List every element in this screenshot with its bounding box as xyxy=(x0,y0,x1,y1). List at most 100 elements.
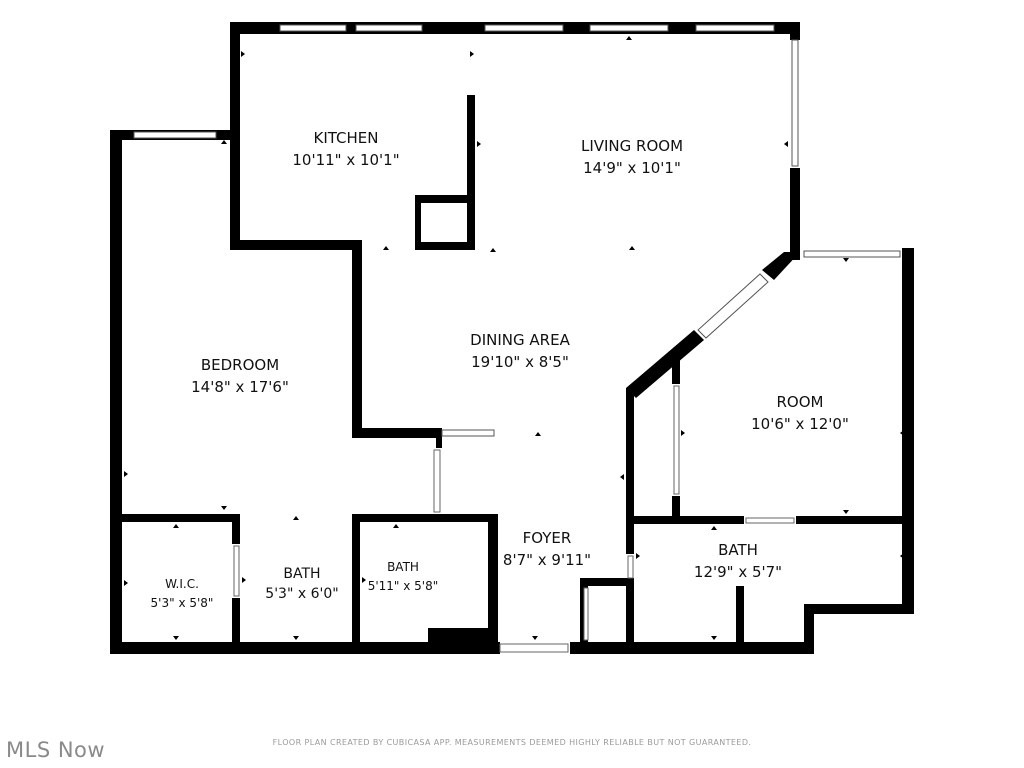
wall-bath2-top xyxy=(352,514,498,522)
foyer-name: FOYER xyxy=(523,529,572,547)
marker xyxy=(784,141,788,147)
doorways xyxy=(233,385,795,653)
bath-3-name: BATH xyxy=(718,541,758,559)
wall-wic-right-bottom xyxy=(232,598,240,654)
kitchen-name: KITCHEN xyxy=(314,129,379,147)
wall-room-diag-bottom xyxy=(626,330,704,398)
marker xyxy=(900,553,904,559)
marker xyxy=(535,432,541,436)
living-room-dimensions: 14'9" x 10'1" xyxy=(583,159,681,177)
wall-kitchen-partition xyxy=(467,95,475,250)
wall-room-post-top xyxy=(672,350,680,384)
wall-bath3-top-left xyxy=(626,516,744,524)
bedroom-name: BEDROOM xyxy=(201,356,279,374)
marker xyxy=(241,51,245,57)
wall-bath3-divider xyxy=(736,586,744,654)
marker xyxy=(383,246,389,250)
wall-dining-left xyxy=(352,240,362,438)
wall-living-right-top xyxy=(790,22,800,40)
windows xyxy=(133,24,901,437)
marker xyxy=(124,580,128,586)
wall-foyer-right xyxy=(626,388,634,524)
marker xyxy=(124,471,128,477)
marker xyxy=(532,636,538,640)
dining-area-dimensions: 19'10" x 8'5" xyxy=(471,353,569,371)
bath-1-name: BATH xyxy=(283,566,320,582)
marker xyxy=(393,524,399,528)
window xyxy=(133,131,217,139)
wic-name: W.I.C. xyxy=(165,577,199,591)
marker xyxy=(477,141,481,147)
bath2-fixture xyxy=(428,628,490,648)
room-labels: KITCHEN 10'11" x 10'1" LIVING ROOM 14'9"… xyxy=(151,129,849,610)
entry-door xyxy=(499,643,569,653)
marker xyxy=(620,474,624,480)
wall-bath2-right xyxy=(488,514,498,654)
window xyxy=(355,24,423,32)
foyer-dimensions: 8'7" x 9'11" xyxy=(503,551,591,569)
wall-pantry-top xyxy=(415,195,475,203)
kitchen-dimensions: 10'11" x 10'1" xyxy=(292,151,399,169)
wall-bath3-top-right xyxy=(796,516,914,524)
doorway xyxy=(745,517,795,524)
marker xyxy=(490,248,496,252)
wall-pantry-left xyxy=(415,195,421,250)
bedroom-dimensions: 14'8" x 17'6" xyxy=(191,378,289,396)
marker xyxy=(362,577,366,583)
marker xyxy=(293,516,299,520)
marker xyxy=(636,553,640,559)
dining-area-name: DINING AREA xyxy=(470,331,570,349)
wall-living-right xyxy=(790,168,800,260)
marker xyxy=(173,636,179,640)
marker xyxy=(681,430,685,436)
marker xyxy=(293,636,299,640)
wall-bath-divider xyxy=(352,514,360,654)
marker xyxy=(629,246,635,250)
wall-bath3-step xyxy=(804,604,914,614)
wall-bath3-left-bottom xyxy=(626,580,634,654)
marker xyxy=(900,430,904,436)
wall-wic-right-top xyxy=(232,514,240,544)
marker xyxy=(221,506,227,510)
window xyxy=(695,24,775,32)
brand-watermark: MLS Now xyxy=(6,738,106,762)
doorway xyxy=(433,449,441,513)
doorway xyxy=(673,385,680,495)
room-name: ROOM xyxy=(777,393,824,411)
wall-bath3-step-down xyxy=(804,604,814,654)
bath-1-dimensions: 5'3" x 6'0" xyxy=(265,586,338,602)
bath-2-name: BATH xyxy=(387,560,419,574)
window xyxy=(791,39,799,167)
wall-pantry-bottom xyxy=(415,242,475,250)
window xyxy=(484,24,564,32)
wall-bottom-left xyxy=(110,642,500,654)
marker xyxy=(173,524,179,528)
marker xyxy=(470,51,474,57)
marker xyxy=(843,510,849,514)
marker xyxy=(711,636,717,640)
marker xyxy=(711,526,717,530)
marker xyxy=(843,258,849,262)
wall-bedroom-left xyxy=(110,130,122,654)
window xyxy=(697,273,769,339)
wall-closet-top xyxy=(580,578,634,586)
wall-wic-top xyxy=(110,514,240,522)
doorway xyxy=(583,587,589,641)
window xyxy=(441,429,495,437)
window xyxy=(279,24,347,32)
doorway xyxy=(233,545,240,597)
wall-room-diag-top xyxy=(762,252,800,280)
dimension-markers xyxy=(124,36,904,640)
floor-plan-disclaimer: FLOOR PLAN CREATED BY CUBICASA APP. MEAS… xyxy=(272,738,752,747)
doorway xyxy=(627,555,634,579)
marker xyxy=(626,36,632,40)
window xyxy=(589,24,669,32)
wall-bath3-left-top xyxy=(626,524,634,554)
room-dimensions: 10'6" x 12'0" xyxy=(751,415,849,433)
wall-kitchen-bottom xyxy=(230,240,362,250)
wic-dimensions: 5'3" x 5'8" xyxy=(151,596,214,610)
wall-dining-stub xyxy=(436,428,442,448)
wall-dining-bottom-left xyxy=(352,428,442,438)
marker xyxy=(221,140,227,144)
